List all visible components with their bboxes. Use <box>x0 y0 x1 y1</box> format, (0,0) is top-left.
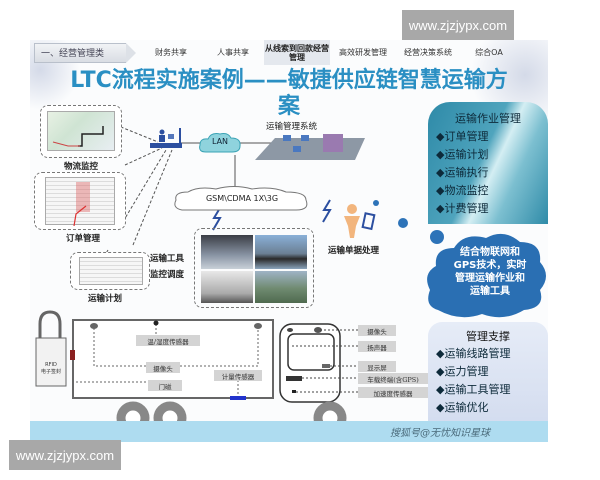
vehicles-label-2: 监控调度 <box>150 270 185 280</box>
truck-photo <box>201 271 253 303</box>
sensor-label-door: 门磁 <box>148 380 182 391</box>
train-photo <box>201 235 253 269</box>
top-nav: 一、经营管理类 财务共享 人事共享 从线索到回款经营管理 高效研发管理 经营决策… <box>30 40 548 65</box>
list-item: ◆计费管理 <box>436 202 489 215</box>
airplane-photo <box>255 271 307 303</box>
list-item: ◆物流监控 <box>436 184 489 197</box>
server-network-platform <box>255 134 365 160</box>
wireless-label: GSM\CDMA 1X\3G <box>205 194 279 203</box>
transport-system-label: 运输管理系统 <box>266 122 318 132</box>
lan-cloud: LAN <box>198 132 242 158</box>
nav-item-ltc[interactable]: 从线索到回款经营管理 <box>264 40 330 65</box>
transport-ops-title: 运输作业管理 <box>455 112 521 125</box>
iot-cloud-shape <box>427 233 546 318</box>
decorative-dot <box>373 200 379 206</box>
person-tablet-icon <box>344 204 376 238</box>
transport-ops-panel: 运输作业管理 ◆订单管理 ◆运输计划 ◆运输执行 ◆物流监控 ◆计费管理 <box>428 102 548 224</box>
list-item: ◆运输线路管理 <box>436 347 511 360</box>
sensor-label-camera: 摄像头 <box>146 362 180 373</box>
sensor-label-weight: 计量传感器 <box>214 370 262 381</box>
order-management-label: 订单管理 <box>66 234 101 244</box>
plan-screenshot <box>79 257 143 285</box>
nav-category[interactable]: 一、经营管理类 <box>34 42 136 63</box>
nav-item-finance[interactable]: 财务共享 <box>155 48 187 57</box>
cab-label-camera: 摄像头 <box>358 325 396 336</box>
management-support-panel: 管理支撑 ◆运输线路管理 ◆运力管理 ◆运输工具管理 ◆运输优化 <box>428 322 548 426</box>
vehicle-photos-box <box>194 228 314 308</box>
cab-label-speaker: 扬声器 <box>358 341 396 352</box>
order-management-box <box>34 172 126 230</box>
nav-item-decision[interactable]: 经营决策系统 <box>404 48 452 57</box>
ship-photo <box>255 235 307 269</box>
bottom-band <box>30 421 548 442</box>
rfid-lock-label: RFID 电子签封 <box>40 362 61 375</box>
vehicles-label-1: 运输工具 <box>150 254 185 264</box>
transport-planning-box <box>70 252 150 290</box>
cab-label-accelerometer: 加速度传感器 <box>358 387 428 398</box>
iot-cloud-text: 结合物联网和 GPS技术，实时 管理运输作业和 运输工具 <box>453 247 527 297</box>
slide: 一、经营管理类 财务共享 人事共享 从线索到回款经营管理 高效研发管理 经营决策… <box>30 40 548 442</box>
nav-item-hr[interactable]: 人事共享 <box>217 48 249 57</box>
list-item: ◆订单管理 <box>436 130 489 143</box>
list-item: ◆运输执行 <box>436 166 489 179</box>
management-support-list: ◆运输线路管理 ◆运力管理 ◆运输工具管理 ◆运输优化 <box>436 345 510 417</box>
cab-label-terminal: 车载终端(含GPS) <box>358 373 428 384</box>
page-title-line2: 案 <box>277 94 300 119</box>
document-processing-label: 运输单据处理 <box>328 246 380 256</box>
logistics-monitoring-box <box>40 105 122 158</box>
management-support-title: 管理支撑 <box>466 330 510 343</box>
list-item: ◆运输优化 <box>436 401 489 414</box>
watermark-top: www.zjzjypx.com <box>402 10 514 40</box>
nav-item-oa[interactable]: 综合OA <box>475 48 503 57</box>
sensor-label-temp: 温/湿度传感器 <box>136 335 200 346</box>
logistics-monitoring-label: 物流监控 <box>64 162 99 172</box>
transport-planning-label: 运输计划 <box>88 294 123 304</box>
order-table-screenshot <box>45 177 115 226</box>
list-item: ◆运输计划 <box>436 148 489 161</box>
decorative-dot <box>398 218 408 228</box>
list-item: ◆运力管理 <box>436 365 489 378</box>
page-title: LTC流程实施案例——敏捷供应链智慧运输方 <box>70 68 508 93</box>
nav-item-rd[interactable]: 高效研发管理 <box>339 48 387 57</box>
cab-label-display: 显示屏 <box>358 361 396 372</box>
source-credit: 搜狐号@无忧知识星球 <box>390 428 490 439</box>
wireless-network-cloud: GSM\CDMA 1X\3G <box>172 186 312 218</box>
map-screenshot <box>47 111 115 151</box>
lan-label: LAN <box>211 137 229 146</box>
dispatcher-desk-icon <box>150 128 182 148</box>
decorative-dot <box>430 230 444 244</box>
list-item: ◆运输工具管理 <box>436 383 511 396</box>
transport-ops-list: ◆订单管理 ◆运输计划 ◆运输执行 ◆物流监控 ◆计费管理 <box>436 128 488 218</box>
watermark-bottom: www.zjzjypx.com <box>9 440 121 470</box>
